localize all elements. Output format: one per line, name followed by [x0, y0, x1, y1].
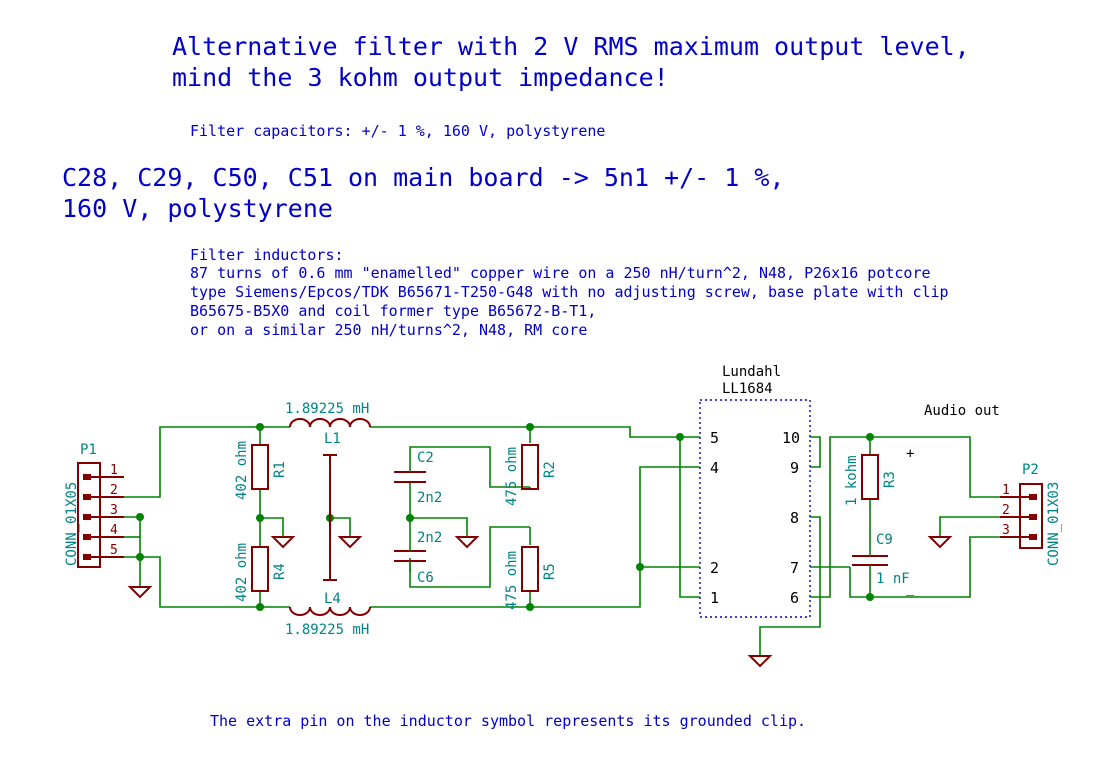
inductors-note-line-1: Filter inductors:	[190, 246, 344, 264]
transformer-pin: 4	[710, 459, 719, 477]
resistor-r1: R1 402 ohm	[234, 441, 288, 500]
transformer-pin: 10	[782, 429, 800, 447]
transformer-model: LL1684	[722, 381, 773, 397]
capacitor-c9: C9 1 nF	[852, 532, 910, 587]
audio-out-label: Audio out	[924, 403, 1000, 419]
p2-pin-number: 1	[1002, 483, 1010, 498]
p2-pin-number: 3	[1002, 523, 1010, 538]
connector-p1: P1 CONN_01X05 1 2 3 4 5	[64, 442, 124, 568]
title-line-1: Alternative filter with 2 V RMS maximum …	[172, 32, 970, 61]
p1-pin-number: 5	[110, 543, 118, 558]
r3-ref: R3	[882, 471, 898, 488]
c9-ref: C9	[876, 532, 893, 548]
minus-label: _	[906, 580, 915, 596]
p1-pin-stubs	[83, 474, 124, 560]
inductors-note-line-3: type Siemens/Epcos/TDK B65671-T250-G48 w…	[190, 283, 949, 301]
l1-ref: L1	[324, 431, 341, 447]
p1-pin-number: 2	[110, 483, 118, 498]
capacitor-c6: 2n2 C6	[394, 530, 442, 586]
filter-caps-note: Filter capacitors: +/- 1 %, 160 V, polys…	[190, 122, 605, 140]
wires	[124, 426, 1000, 655]
c9-value: 1 nF	[876, 571, 910, 587]
r5-ref: R5	[542, 563, 558, 580]
l4-value: 1.89225 mH	[285, 622, 369, 638]
r1-value: 402 ohm	[234, 441, 250, 500]
main-board-note-line-1: C28, C29, C50, C51 on main board -> 5n1 …	[62, 163, 784, 192]
c6-ref: C6	[417, 570, 434, 586]
transformer-pin: 7	[790, 559, 799, 577]
r3-value: 1 kohm	[844, 455, 860, 506]
p1-pin-number: 1	[110, 463, 118, 478]
transformer-pin: 6	[790, 589, 799, 607]
r4-value: 402 ohm	[234, 543, 250, 602]
r1-ref: R1	[272, 461, 288, 478]
inductors-note-line-2: 87 turns of 0.6 mm "enamelled" copper wi…	[190, 264, 931, 282]
p1-ref: P1	[80, 442, 97, 458]
p2-pin-number: 2	[1002, 503, 1010, 518]
transformer-ll1684: Lundahl LL1684 5 4 2 1 10 9 8 7 6	[699, 364, 811, 618]
c6-value: 2n2	[417, 530, 442, 546]
resistor-r4: R4 402 ohm	[234, 543, 288, 602]
plus-label: +	[906, 446, 914, 462]
r2-value: 475 ohm	[504, 447, 520, 506]
transformer-maker: Lundahl	[722, 364, 781, 380]
p1-pin-number: 4	[110, 523, 118, 538]
main-board-note-line-2: 160 V, polystyrene	[62, 194, 333, 223]
capacitor-c2: C2 2n2	[394, 450, 442, 506]
p1-value: CONN_01X05	[64, 482, 80, 566]
c2-ref: C2	[417, 450, 434, 466]
resistor-r3: R3 1 kohm	[844, 454, 898, 506]
r2-ref: R2	[542, 461, 558, 478]
inductor-clip-pin	[323, 454, 337, 581]
resistor-r5: R5 475 ohm	[504, 546, 558, 610]
transformer-pin: 2	[710, 559, 719, 577]
footer-note: The extra pin on the inductor symbol rep…	[210, 712, 806, 730]
r5-value: 475 ohm	[504, 551, 520, 610]
inductor-l1: 1.89225 mH L1	[285, 401, 371, 447]
inductor-l4: L4 1.89225 mH	[285, 591, 371, 638]
ground-symbols	[127, 536, 953, 668]
connector-p2: P2 CONN_01X03 1 2 3	[1000, 462, 1062, 566]
title-line-2: mind the 3 kohm output impedance!	[172, 63, 669, 92]
c2-value: 2n2	[417, 490, 442, 506]
p1-pin-number: 3	[110, 503, 118, 518]
transformer-pin: 8	[790, 509, 799, 527]
l1-value: 1.89225 mH	[285, 401, 369, 417]
inductors-note-line-5: or on a similar 250 nH/turns^2, N48, RM …	[190, 321, 587, 339]
transformer-pin: 1	[710, 589, 719, 607]
resistor-r2: R2 475 ohm	[504, 444, 558, 506]
transformer-pin: 9	[790, 459, 799, 477]
inductors-note-line-4: B65675-B5X0 and coil former type B65672-…	[190, 302, 596, 320]
l4-ref: L4	[324, 591, 341, 607]
transformer-pin: 5	[710, 429, 719, 447]
p2-ref: P2	[1022, 462, 1039, 478]
p2-value: CONN_01X03	[1046, 482, 1062, 566]
r4-ref: R4	[272, 563, 288, 580]
